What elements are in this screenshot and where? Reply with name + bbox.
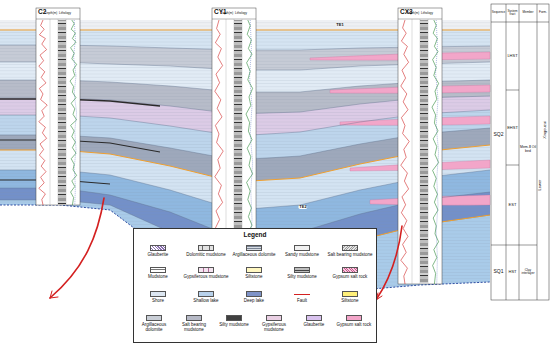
legend-text: Fault — [279, 299, 325, 304]
horizon-marker: TE1 — [335, 23, 344, 27]
legend-swatch — [150, 291, 166, 297]
legend-text: Silty mudstone — [215, 323, 253, 328]
legend-swatch — [226, 315, 242, 321]
table-header: System tract — [507, 10, 519, 16]
log-header: Lithology — [235, 12, 247, 15]
lithology-pattern — [342, 245, 358, 251]
legend-text: Shore — [135, 299, 181, 304]
lithology-pattern — [150, 267, 166, 273]
lithology-pattern — [198, 267, 214, 273]
legend-text: Glauberite — [135, 253, 181, 258]
member-cell: Clay interlayer — [520, 269, 537, 276]
fault-line-sample — [294, 294, 310, 295]
system-tract-cell: EST — [509, 203, 517, 207]
legend-text: Gypsiferous mudstone — [255, 323, 293, 332]
well-column: CY1 — [210, 0, 240, 226]
well-column: CX3 — [396, 0, 426, 283]
well-column: C2 — [34, 0, 64, 205]
lithology-pattern — [246, 267, 262, 273]
sequence-cell: SQ1 — [493, 269, 503, 274]
member-cell: Mem.Ⅱ Oil bed — [520, 146, 536, 153]
legend-swatch — [266, 315, 282, 321]
log-header: Depth(m) — [45, 12, 58, 15]
sequence-cell: SQ2 — [493, 132, 503, 137]
legend-swatch — [346, 315, 362, 321]
system-tract-cell: HST — [509, 270, 517, 274]
well-log — [36, 8, 80, 205]
log-header: Lithology — [421, 12, 433, 15]
legend-swatch — [198, 291, 214, 297]
lithology-pattern — [246, 245, 262, 251]
table-header: Form. — [539, 11, 547, 14]
well-log — [398, 8, 442, 284]
lithology-pattern — [294, 267, 310, 273]
formation-cell: Xingouzui — [543, 121, 547, 139]
legend-text: Sandy mudstone — [279, 253, 325, 258]
legend-text: Gypsiferous mudstone — [183, 275, 229, 280]
lithology-pattern — [294, 245, 310, 251]
legend-text: Siltstone — [327, 299, 373, 304]
legend-text: Glauberite — [295, 323, 333, 328]
horizon-marker: TE2 — [298, 205, 307, 209]
legend-text: Salt bearing mudstone — [175, 323, 213, 332]
lithology-pattern — [342, 267, 358, 273]
formation-cell: Lower — [538, 180, 542, 191]
legend-text: Argillaceous dolomite — [135, 323, 173, 332]
legend-swatch — [186, 315, 202, 321]
table-header: Member — [522, 11, 533, 14]
legend-box: LegendGlauberiteDolomitic mudstoneArgill… — [133, 228, 377, 343]
legend-title: Legend — [134, 229, 376, 238]
legend-text: Mudstone — [135, 275, 181, 280]
legend-text: Siltstone — [231, 275, 277, 280]
legend-text: Dolomitic mudstone — [183, 253, 229, 258]
legend-swatch — [306, 315, 322, 321]
legend-text: Shallow lake — [183, 299, 229, 304]
legend-swatch — [246, 291, 262, 297]
legend-swatch — [342, 291, 358, 297]
legend-text: Gypsum salt rock — [327, 275, 373, 280]
legend-text: Gypsum salt rock — [335, 323, 373, 328]
table-header: Sequence — [492, 11, 506, 14]
system-tract-cell: LHST — [507, 54, 517, 58]
system-tract-cell: EHST — [507, 126, 518, 130]
legend-text: Silty mudstone — [279, 275, 325, 280]
log-header: Depth(m) — [221, 12, 234, 15]
log-header: Lithology — [59, 12, 71, 15]
legend-text: Deep lake — [231, 299, 277, 304]
well-name: C2 — [34, 8, 46, 15]
lithology-pattern — [150, 245, 166, 251]
log-header: Depth(m) — [407, 12, 420, 15]
lithology-pattern — [198, 245, 214, 251]
legend-text: Salt bearing mudstone — [327, 253, 373, 258]
legend-text: Argillaceous dolomite — [231, 253, 277, 258]
legend-swatch — [146, 315, 162, 321]
